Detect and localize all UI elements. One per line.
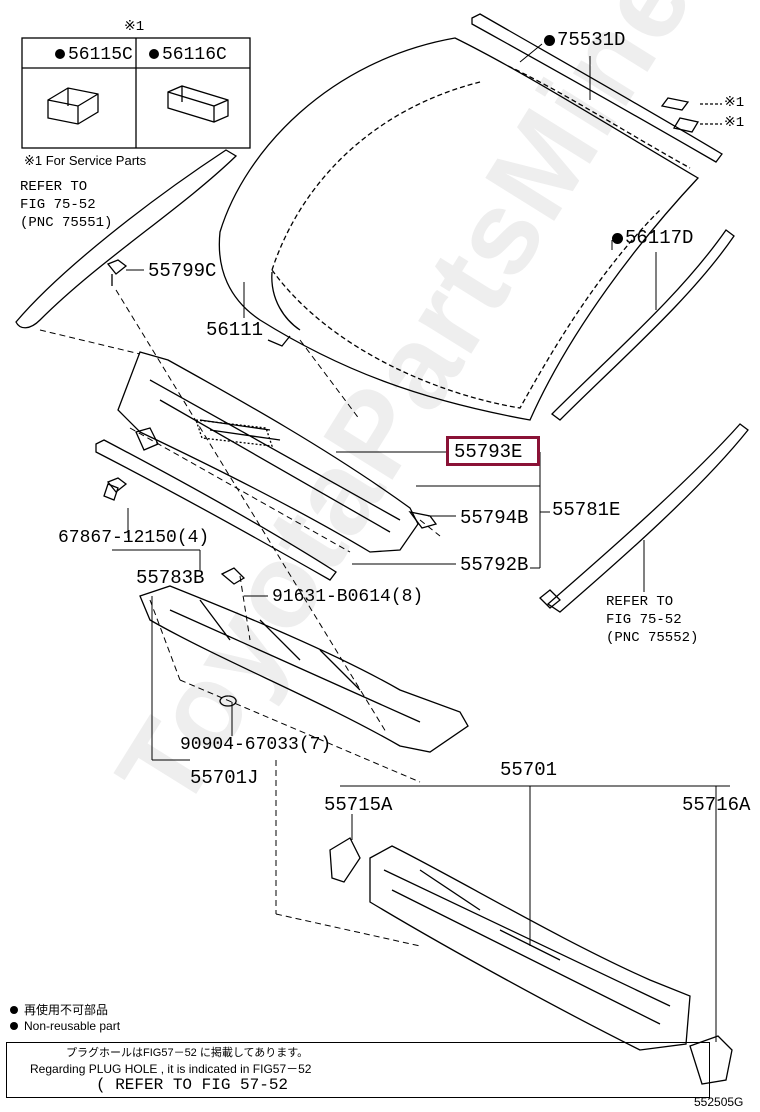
refer-right-line2: FIG 75-52 (606, 612, 682, 628)
diagram-ref-code: 552505G (694, 1095, 744, 1109)
cowl-seal-55783b (95, 439, 337, 581)
legend-mark: ※1 (124, 19, 145, 35)
refer-right-line3: (PNC 75552) (606, 630, 699, 646)
label-55794b: 55794B (460, 507, 529, 529)
nonreusable-dot-icon (612, 233, 623, 244)
refer-right-line1: REFER TO (606, 594, 674, 610)
legend-part-left: 56115C (68, 45, 133, 65)
label-55781e: 55781E (552, 499, 621, 521)
nonreusable-dot-icon (544, 35, 555, 46)
legend-part-right: 56116C (162, 45, 227, 65)
label-55715a: 55715A (324, 794, 393, 816)
label-91631: 91631-B0614(8) (272, 587, 424, 607)
highlight-box (446, 436, 540, 466)
label-56111: 56111 (206, 319, 264, 341)
note-plug-jp: プラグホールはFIG57－52 に掲載してあります。 (66, 1047, 309, 1059)
refer-left-line3: (PNC 75551) (20, 215, 113, 231)
label-55716a: 55716A (682, 794, 751, 816)
label-67867: 67867-12150(4) (58, 528, 210, 548)
refer-left-line2: FIG 75-52 (20, 197, 96, 213)
molding-56117d (551, 229, 735, 421)
label-55792b: 55792B (460, 554, 529, 576)
note-plug-en: Regarding PLUG HOLE , it is indicated in… (30, 1062, 312, 1076)
label-75531d: 75531D (544, 30, 625, 50)
label-55793e[interactable]: 55793E (454, 441, 523, 463)
note-refer-fig: ( REFER TO FIG 57-52 (96, 1076, 289, 1094)
plug-hole-note-box (6, 1042, 710, 1098)
label-55701j: 55701J (190, 767, 259, 789)
note-jp-nonreusable: 再使用不可部品 (24, 1003, 109, 1017)
legend-box (21, 37, 251, 149)
pillar-left-molding (15, 149, 238, 329)
label-56117d: 56117D (612, 228, 693, 248)
label-55783b: 55783B (136, 567, 205, 589)
windshield-glass (218, 37, 700, 421)
cowl-louver-55781e (117, 351, 438, 553)
label-mark1a: ※1 (724, 95, 745, 111)
cowl-panel-55701j (139, 567, 469, 753)
cowl-main-55701 (329, 837, 733, 1085)
refer-left-line1: REFER TO (20, 179, 88, 195)
pillar-right-molding (546, 423, 749, 613)
label-90904: 90904-67033(7) (180, 735, 332, 755)
legend-footnote: ※1 For Service Parts (24, 153, 147, 168)
note-en-nonreusable: Non-reusable part (24, 1019, 121, 1033)
molding-75531d (471, 13, 723, 163)
label-55701: 55701 (500, 759, 558, 781)
label-55799c: 55799C (148, 260, 217, 282)
label-mark1b: ※1 (724, 115, 745, 131)
